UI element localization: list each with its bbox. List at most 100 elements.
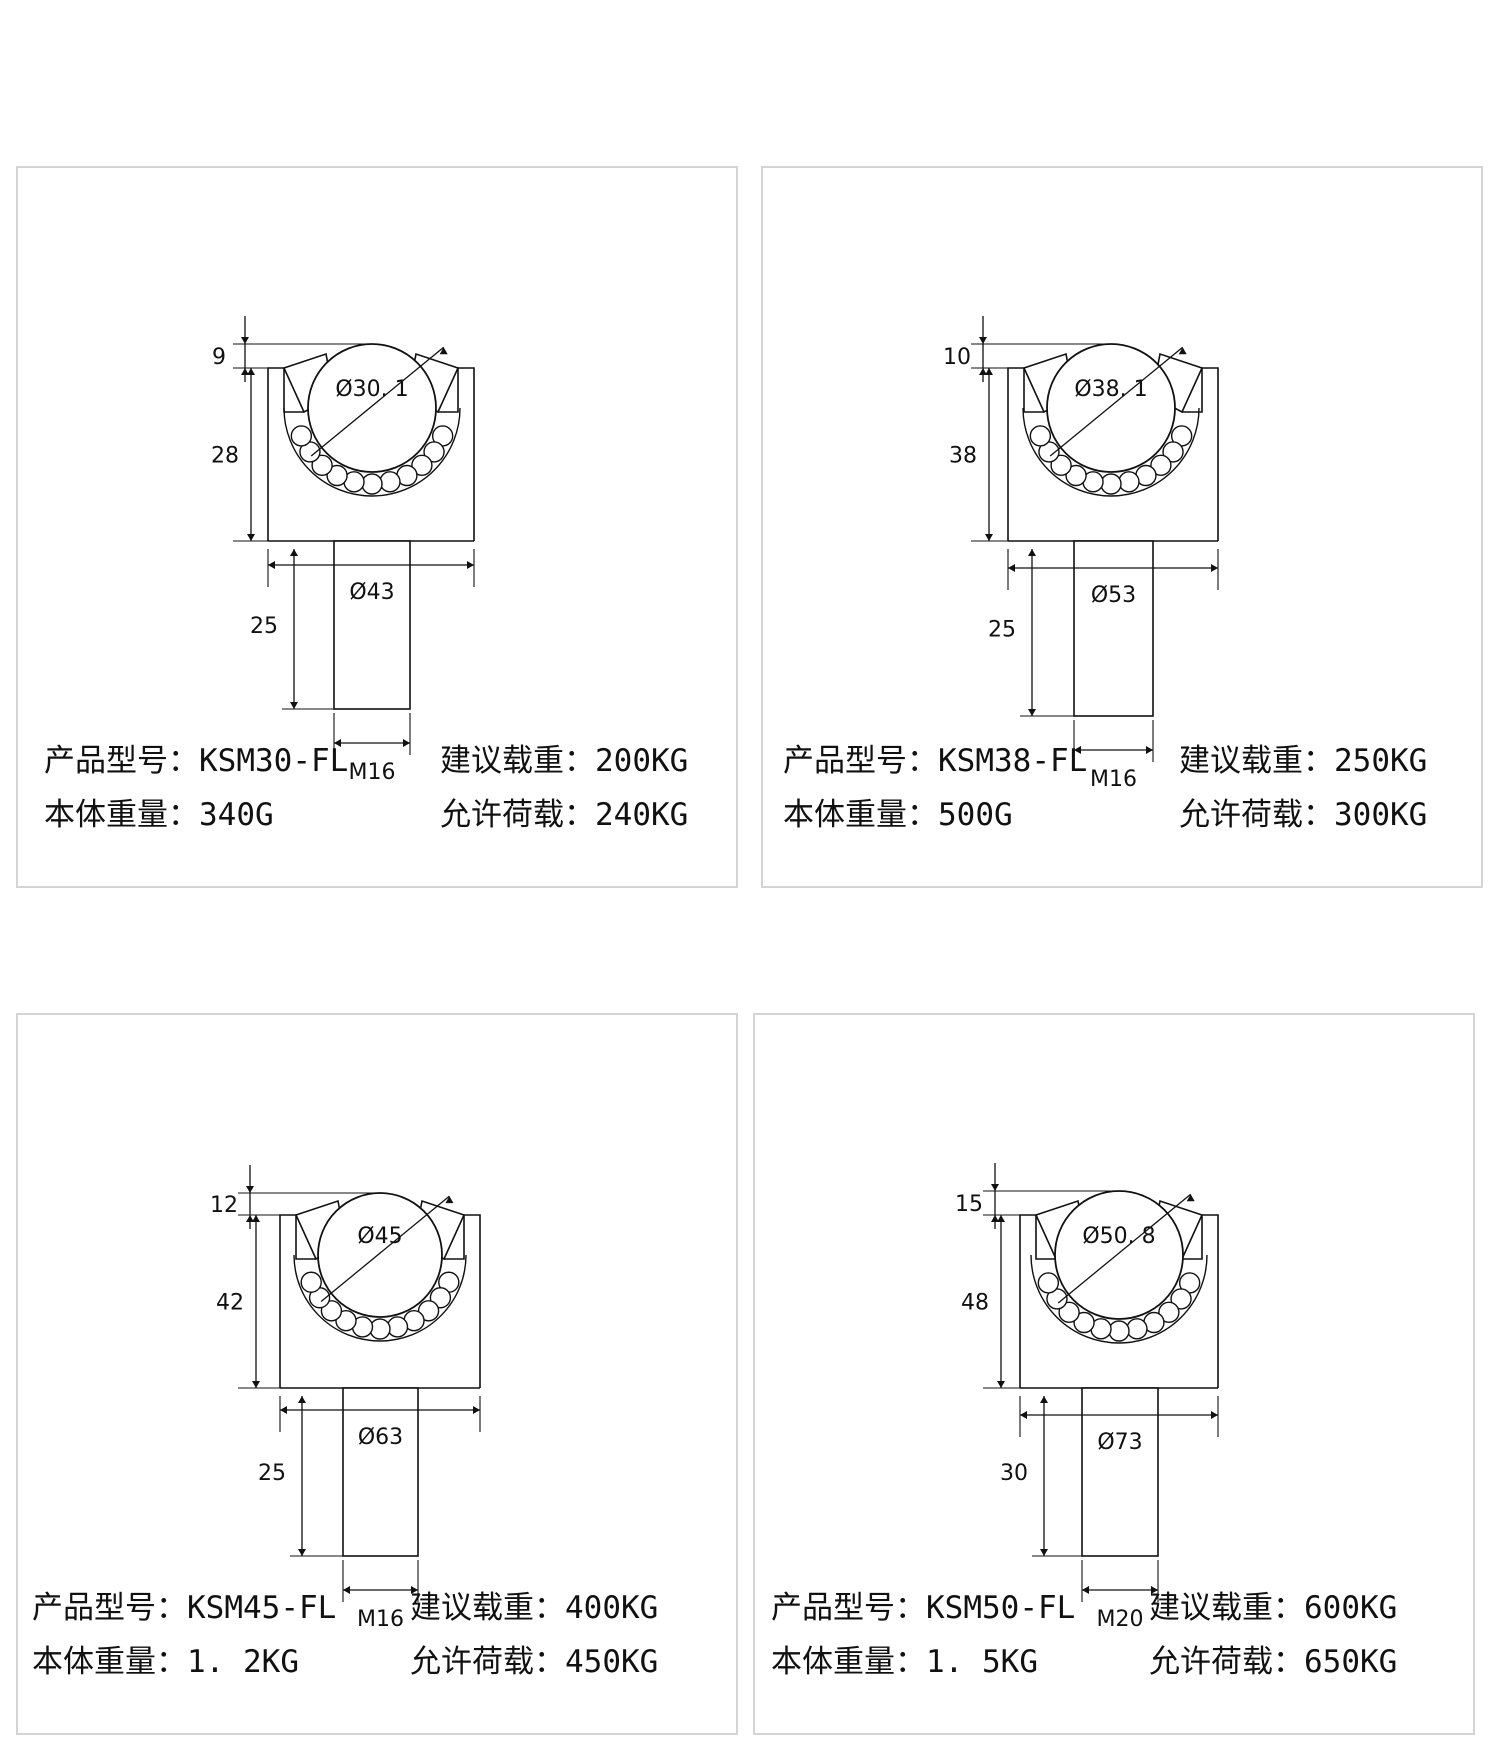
model-value: KSM50-FL [926,1590,1076,1626]
flange-dimension-arrow [1020,1411,1027,1419]
ball-diameter-label: Ø30. 1 [335,377,408,402]
thread-dimension-label: M16 [357,1607,404,1632]
stem-dimension-arrow [1040,1549,1048,1556]
support-ball [1073,1311,1095,1334]
body-dimension-label: 28 [211,444,239,469]
ball-race-arc [1030,1254,1208,1344]
model-label: 产品型号： [44,743,199,779]
top-dimension-arrow [241,368,249,375]
stem-dimension-arrow [290,702,298,709]
spec-row-2: 本体重量：500G 允许荷载：300KG [763,788,1481,842]
support-ball [1158,1301,1180,1324]
support-ball [1029,425,1052,447]
support-ball [379,471,401,493]
spec-row-1: 产品型号：KSM45-FL 建议载重：400KG [18,1581,736,1635]
support-ball [1100,473,1122,495]
load-label: 建议载重： [1149,1590,1304,1626]
ball-diameter-arrow [439,347,448,355]
model-spec: 产品型号：KSM30-FL [44,734,348,788]
load-label: 建议载重： [440,743,595,779]
weight-spec: 本体重量：340G [44,788,274,842]
ball-diameter-leader [1049,346,1184,457]
top-dimension-label: 12 [210,1193,238,1218]
load-spec: 建议载重：400KG [410,1581,658,1635]
allow-spec: 允许荷载：650KG [1149,1635,1397,1689]
support-ball [1150,454,1172,477]
model-value: KSM38-FL [938,743,1088,779]
load-value: 400KG [565,1590,659,1626]
body-dimension-arrow [985,368,993,375]
load-label: 建议载重： [1179,743,1334,779]
spec-row-1: 产品型号：KSM38-FL 建议载重：250KG [763,734,1481,788]
support-ball [411,454,433,477]
flange-dimension-label: Ø73 [1097,1430,1142,1455]
stem-dimension-arrow [1028,549,1036,556]
thread-dimension-label: M16 [1090,767,1137,792]
weight-value: 1. 5KG [926,1644,1038,1680]
model-value: KSM45-FL [187,1590,337,1626]
main-ball [317,1192,443,1318]
ball-diameter-label: Ø38. 1 [1074,377,1147,402]
support-ball [300,1271,322,1293]
spec-row-1: 产品型号：KSM30-FL 建议载重：200KG [18,734,736,788]
allow-spec: 允许荷载：450KG [410,1635,658,1689]
flange-dimension-arrow [280,1406,287,1414]
allow-label: 允许荷载： [1149,1644,1304,1680]
main-ball [307,343,437,473]
flange-dimension-label: Ø53 [1091,583,1136,608]
support-ball [369,1318,391,1340]
support-ball [1170,1288,1192,1310]
top-dimension-arrow [979,337,987,344]
body-dimension-label: 38 [949,444,977,469]
model-label: 产品型号： [771,1590,926,1626]
stem-dimension-label: 25 [988,618,1016,643]
stem [333,540,411,710]
load-spec: 建议载重：250KG [1179,734,1427,788]
thread-dimension-arrow [411,1586,418,1594]
top-dimension-label: 9 [212,345,226,370]
support-ball [1108,1320,1130,1342]
top-dimension-label: 15 [955,1192,983,1217]
body-dimension-arrow [985,534,993,541]
spec-row-2: 本体重量：1. 2KG 允许荷载：450KG [18,1635,736,1689]
ball-diameter-arrow [445,1196,454,1204]
flange-dimension-arrow [1008,564,1015,572]
support-ball [1162,441,1184,463]
support-ball [335,1310,357,1332]
body-dimension-arrow [997,1215,1005,1222]
weight-label: 本体重量： [783,797,938,833]
spec-row-1: 产品型号：KSM50-FL 建议载重：600KG [755,1581,1473,1635]
spec-block: 产品型号：KSM45-FL 建议载重：400KG 本体重量：1. 2KG 允许荷… [18,1581,736,1689]
load-spec: 建议载重：600KG [1149,1581,1397,1635]
support-ball [1037,1272,1060,1294]
weight-spec: 本体重量：1. 2KG [32,1635,299,1689]
main-ball [1054,1190,1184,1320]
support-ball [417,1300,440,1322]
spec-row-2: 本体重量：340G 允许荷载：240KG [18,788,736,842]
model-spec: 产品型号：KSM45-FL [32,1581,336,1635]
support-ball [1118,471,1140,493]
top-dimension-arrow [246,1215,254,1222]
flange-dimension-arrow [268,561,275,569]
body-dimension-arrow [247,534,255,541]
ball-race-arc [293,1254,467,1342]
allow-spec: 允许荷载：300KG [1179,788,1427,842]
body-dimension-arrow [247,368,255,375]
thread-dimension-arrow [1082,1586,1089,1594]
stem-dimension-arrow [1040,1396,1048,1403]
support-ball [1126,1318,1148,1340]
thread-dimension-arrow [343,1586,350,1594]
top-dimension-label: 10 [943,345,971,370]
stem [342,1387,419,1557]
stem-dimension-arrow [1028,709,1036,716]
ball-race-arc [283,407,461,497]
flange-dimension-arrow [473,1406,480,1414]
thread-dimension-arrow [1074,746,1081,754]
support-ball [361,473,383,495]
stem-dimension-arrow [298,1549,306,1556]
body-dimension-arrow [252,1215,260,1222]
